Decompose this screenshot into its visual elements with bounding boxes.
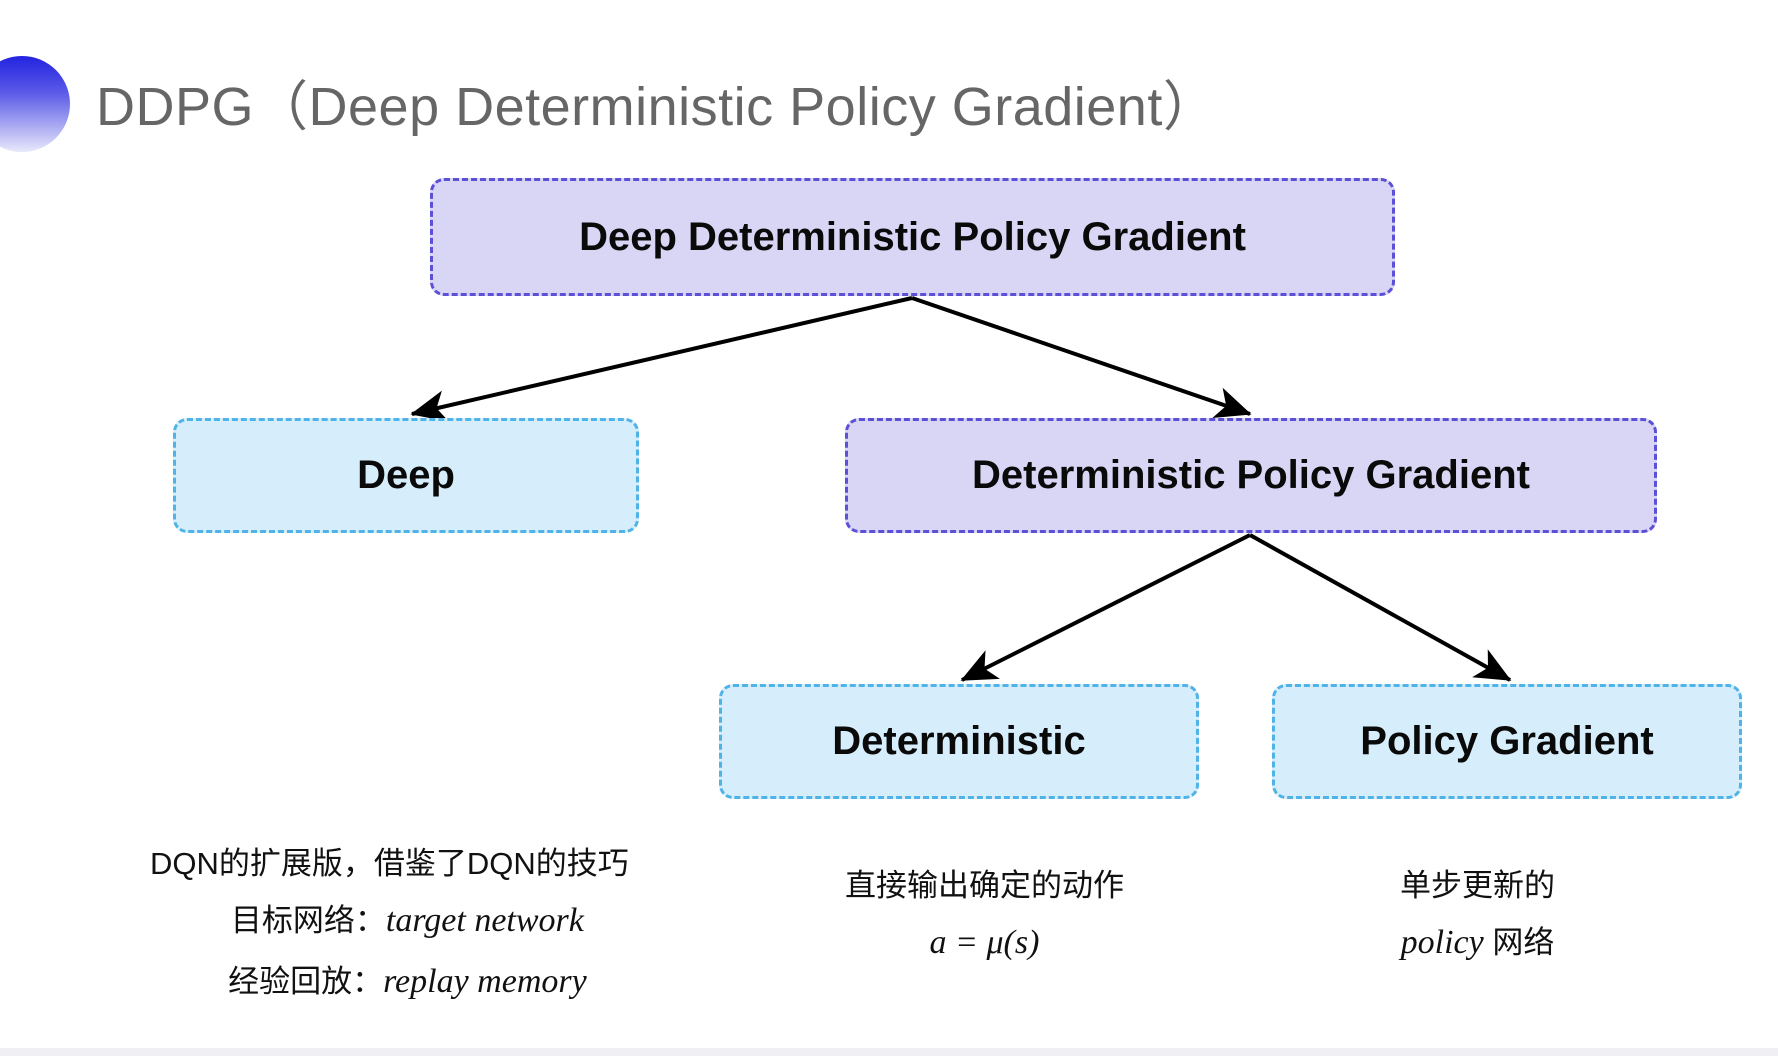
- caption-deep-replay-memory-term: replay memory: [383, 962, 587, 1000]
- edge-dpg-to-policy-gradient: [1249, 533, 1512, 682]
- caption-policy-gradient-label: 网络: [1483, 925, 1555, 961]
- bottom-rule-divider: [0, 1048, 1778, 1056]
- edge-root-to-deep: [410, 296, 913, 422]
- caption-policy-gradient: 单步更新的 policy 网络: [1400, 858, 1555, 974]
- caption-deep-target-network-label: 目标网络：: [230, 903, 386, 939]
- caption-deterministic: 直接输出确定的动作 a = μ(s): [845, 858, 1124, 974]
- title-accent-marker-icon: [0, 56, 70, 152]
- edge-dpg-to-deterministic: [960, 533, 1251, 682]
- caption-policy-gradient-line-2: policy 网络: [1400, 913, 1555, 974]
- node-deterministic-policy-gradient[interactable]: Deterministic Policy Gradient: [845, 418, 1657, 533]
- node-deep-deterministic-policy-gradient[interactable]: Deep Deterministic Policy Gradient: [430, 178, 1395, 296]
- caption-deterministic-formula: a = μ(s): [929, 924, 1040, 962]
- node-deep[interactable]: Deep: [173, 418, 639, 533]
- caption-deep: DQN的扩展版，借鉴了DQN的技巧 目标网络：target network 经验…: [150, 836, 629, 1012]
- caption-deep-line-1: DQN的扩展版，借鉴了DQN的技巧: [150, 846, 629, 881]
- caption-policy-gradient-line-1: 单步更新的: [1400, 868, 1555, 903]
- node-deterministic[interactable]: Deterministic: [719, 684, 1199, 799]
- caption-policy-gradient-term: policy: [1400, 924, 1484, 962]
- caption-deterministic-line-1: 直接输出确定的动作: [845, 868, 1124, 903]
- node-policy-gradient[interactable]: Policy Gradient: [1272, 684, 1742, 799]
- caption-deep-target-network-term: target network: [385, 902, 584, 940]
- caption-deep-replay-memory-label: 经验回放：: [228, 963, 384, 999]
- page-title: DDPG（Deep Deterministic Policy Gradient）: [96, 77, 1218, 137]
- caption-deep-line-3: 经验回放：replay memory: [150, 952, 629, 1013]
- caption-deep-line-2: 目标网络：target network: [150, 891, 629, 952]
- edge-root-to-dpg: [911, 296, 1252, 418]
